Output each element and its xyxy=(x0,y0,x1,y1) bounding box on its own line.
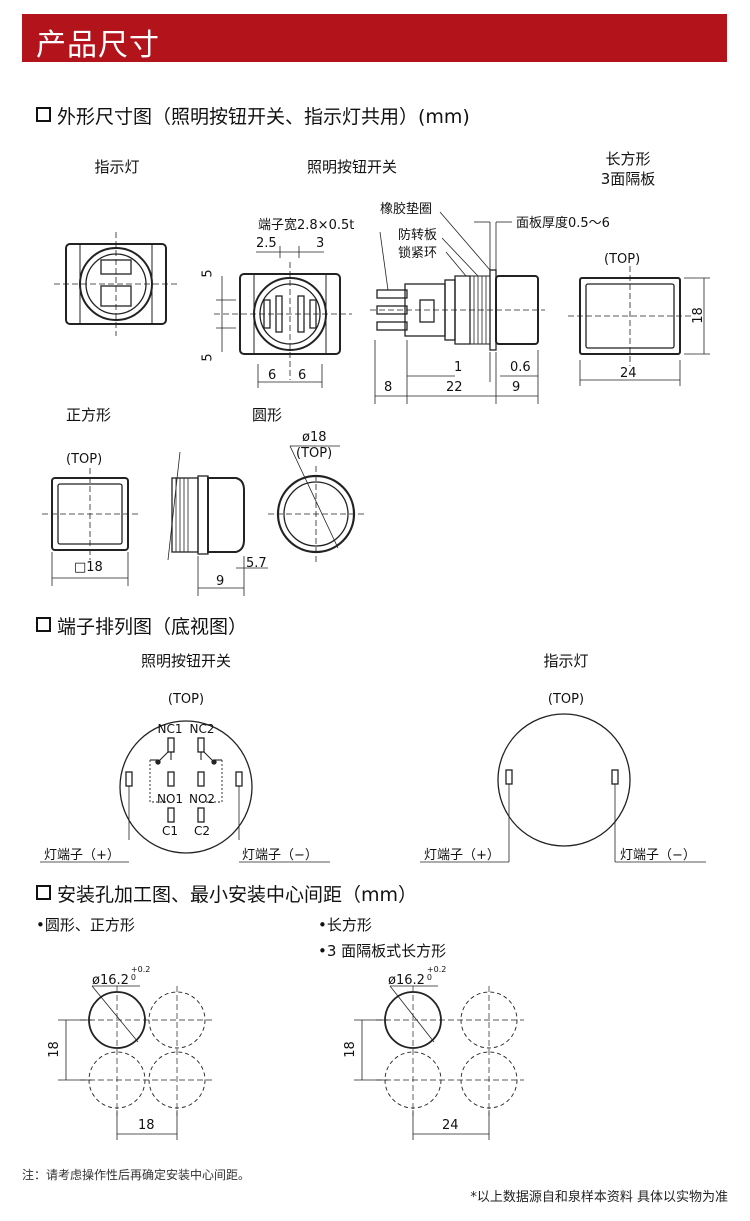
terminal-switch-diagram xyxy=(40,720,330,863)
dim-top-round: (TOP) xyxy=(296,446,333,461)
section-mounting-title: 安装孔加工图、最小安装中心间距（mm） xyxy=(57,884,418,906)
page-title: 产品尺寸 xyxy=(36,28,160,63)
page-title-banner: 产品尺寸 xyxy=(22,14,727,63)
indicator-front-view xyxy=(54,232,178,336)
mount-label-rect: •长方形 xyxy=(318,916,372,934)
mounting-square-pattern xyxy=(58,985,212,1140)
label-illum-switch: 照明按钮开关 xyxy=(306,158,398,176)
mount-label-round-square: •圆形、正方形 xyxy=(36,916,135,934)
terminal-nc2: NC2 xyxy=(189,722,215,736)
mount-dim-18-horizontal: 18 xyxy=(138,1118,155,1133)
dim-22: 22 xyxy=(446,380,463,395)
callout-rubber-gasket: 橡胶垫圈 xyxy=(380,202,433,217)
terminal-nc1: NC1 xyxy=(157,722,183,736)
terminal-c1: C1 xyxy=(161,824,179,838)
dim-top-rect: (TOP) xyxy=(604,252,641,267)
mount-dim-24: 24 xyxy=(442,1118,459,1133)
dim-0-6: 0.6 xyxy=(510,360,531,375)
dim-top-square: (TOP) xyxy=(66,452,103,467)
terminal-top-switch: (TOP) xyxy=(167,692,205,707)
dim-9: 9 xyxy=(512,380,521,395)
section-terminal-title: 端子排列图（底视图） xyxy=(57,616,248,638)
section-outline-title: 外形尺寸图（照明按钮开关、指示灯共用）(mm) xyxy=(57,106,470,128)
footer-note: 注：请考虑操作性后再确定安装中心间距。 xyxy=(22,1168,251,1182)
callout-anti-rotation: 防转板 xyxy=(398,228,438,243)
dim-2-5: 2.5 xyxy=(256,236,277,251)
dim-1: 1 xyxy=(454,360,463,375)
mount-tol-zero: 0 xyxy=(130,973,136,982)
dim-5-bottom: 5 xyxy=(200,353,216,362)
label-round: 圆形 xyxy=(252,406,283,424)
mount-dim-18-vertical-2: 18 xyxy=(342,1041,358,1058)
dim-8: 8 xyxy=(384,380,393,395)
dim-9-round: 9 xyxy=(216,574,225,589)
terminal-lamp-minus-indicator: 灯端子（−） xyxy=(620,848,696,863)
terminal-c2: C2 xyxy=(193,824,211,838)
terminal-lamp-minus-switch: 灯端子（−） xyxy=(242,848,318,863)
round-side-view xyxy=(167,451,268,596)
section-outline-header: 外形尺寸图（照明按钮开关、指示灯共用）(mm) xyxy=(36,102,470,129)
section-bullet-icon xyxy=(36,617,51,632)
switch-front-view xyxy=(214,246,352,388)
terminal-label-switch: 照明按钮开关 xyxy=(140,652,232,670)
dim-phi18: ø18 xyxy=(302,430,327,445)
callout-panel-thickness: 面板厚度0.5～6 xyxy=(516,216,610,231)
label-square: 正方形 xyxy=(66,406,112,424)
dim-18-rect: 18 xyxy=(690,307,706,324)
square-front-view xyxy=(42,468,138,586)
dim-24-rect: 24 xyxy=(620,366,637,381)
dim-6-left: 6 xyxy=(268,368,277,383)
dim-3: 3 xyxy=(316,236,325,251)
footer-source: *以上数据源自和泉样本资料 具体以实物为准 xyxy=(470,1190,728,1205)
mount-tol-plus: +0.2 xyxy=(426,965,447,974)
callout-lock-ring: 锁紧环 xyxy=(398,246,438,261)
section-terminal-header: 端子排列图（底视图） xyxy=(36,612,247,639)
mount-tol-plus: +0.2 xyxy=(130,965,151,974)
switch-side-view xyxy=(370,211,545,404)
terminal-indicator-diagram xyxy=(420,713,706,863)
section-bullet-icon xyxy=(36,885,51,900)
terminal-no1: NO1 xyxy=(156,792,184,806)
round-front-view xyxy=(268,445,364,562)
terminal-lamp-plus-indicator: 灯端子（+） xyxy=(424,848,500,863)
mount-tol-zero: 0 xyxy=(426,973,432,982)
mount-hole-value: ø16.2 xyxy=(92,973,129,988)
dim-6-right: 6 xyxy=(298,368,307,383)
terminal-lamp-plus-switch: 灯端子（+） xyxy=(44,848,120,863)
mount-dim-18-vertical-1: 18 xyxy=(46,1041,62,1058)
mount-label-rect3: •3 面隔板式长方形 xyxy=(318,942,447,960)
mounting-rect-pattern xyxy=(354,985,524,1140)
rect-front-view xyxy=(568,266,710,386)
dim-sq18: □18 xyxy=(74,560,103,575)
label-rect-line2: 3面隔板 xyxy=(600,170,656,188)
mount-hole-value: ø16.2 xyxy=(388,973,425,988)
section-mounting-header: 安装孔加工图、最小安装中心间距（mm） xyxy=(36,880,417,907)
dim-5-7: 5.7 xyxy=(246,556,267,571)
terminal-label-indicator: 指示灯 xyxy=(543,652,589,670)
label-rect-line1: 长方形 xyxy=(605,150,651,168)
label-indicator: 指示灯 xyxy=(94,158,140,176)
section-bullet-icon xyxy=(36,107,51,122)
callout-terminal-width: 端子宽2.8×0.5t xyxy=(258,218,355,233)
terminal-no2: NO2 xyxy=(188,792,216,806)
terminal-top-indicator: (TOP) xyxy=(547,692,585,707)
dim-5-top: 5 xyxy=(200,269,216,278)
